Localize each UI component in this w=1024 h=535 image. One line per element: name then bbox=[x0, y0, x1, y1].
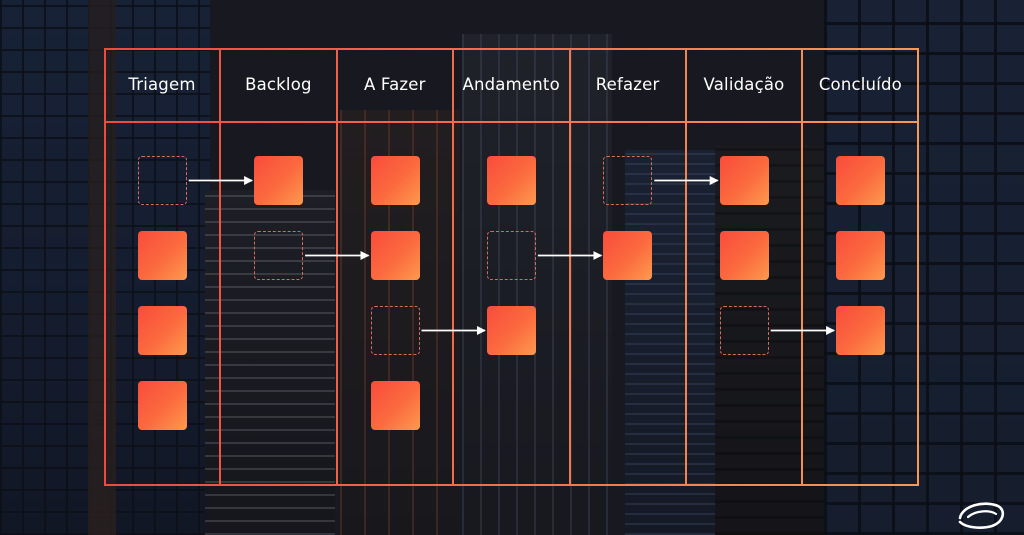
empty-card-slot-refazer bbox=[603, 156, 653, 205]
task-card-triagem[interactable] bbox=[137, 231, 187, 280]
column-header-concluido: Concluído bbox=[818, 75, 902, 94]
column-header-andamento: Andamento bbox=[462, 75, 560, 94]
column-header-validacao: Validação bbox=[703, 75, 785, 94]
column-divider bbox=[568, 48, 571, 486]
column-header-backlog: Backlog bbox=[245, 75, 312, 94]
task-card-backlog[interactable] bbox=[254, 156, 304, 205]
task-card-concluido[interactable] bbox=[836, 156, 886, 205]
empty-card-slot-a-fazer bbox=[370, 306, 420, 355]
header-divider bbox=[104, 121, 919, 123]
column-divider bbox=[452, 48, 455, 486]
column-header-triagem: Triagem bbox=[128, 75, 196, 94]
swoosh-logo-icon bbox=[958, 502, 1005, 529]
task-card-a-fazer[interactable] bbox=[370, 156, 420, 205]
task-card-a-fazer[interactable] bbox=[370, 231, 420, 280]
empty-card-slot-andamento bbox=[486, 231, 536, 280]
column-header-refazer: Refazer bbox=[595, 75, 660, 94]
column-divider bbox=[685, 48, 687, 486]
task-card-andamento[interactable] bbox=[486, 306, 536, 355]
task-card-validacao[interactable] bbox=[719, 156, 769, 205]
task-card-refazer[interactable] bbox=[603, 231, 653, 280]
task-card-andamento[interactable] bbox=[486, 156, 536, 205]
task-card-triagem[interactable] bbox=[137, 306, 187, 355]
column-divider bbox=[219, 48, 222, 486]
task-card-concluido[interactable] bbox=[836, 306, 886, 355]
empty-card-slot-triagem bbox=[137, 156, 187, 205]
column-divider bbox=[335, 48, 338, 486]
empty-card-slot-backlog bbox=[254, 231, 304, 280]
column-divider bbox=[801, 48, 804, 486]
column-header-a-fazer: A Fazer bbox=[363, 75, 426, 94]
task-card-validacao[interactable] bbox=[719, 231, 769, 280]
task-card-concluido[interactable] bbox=[836, 231, 886, 280]
empty-card-slot-validacao bbox=[719, 306, 769, 355]
task-card-a-fazer[interactable] bbox=[370, 381, 420, 430]
task-card-triagem[interactable] bbox=[137, 381, 187, 430]
